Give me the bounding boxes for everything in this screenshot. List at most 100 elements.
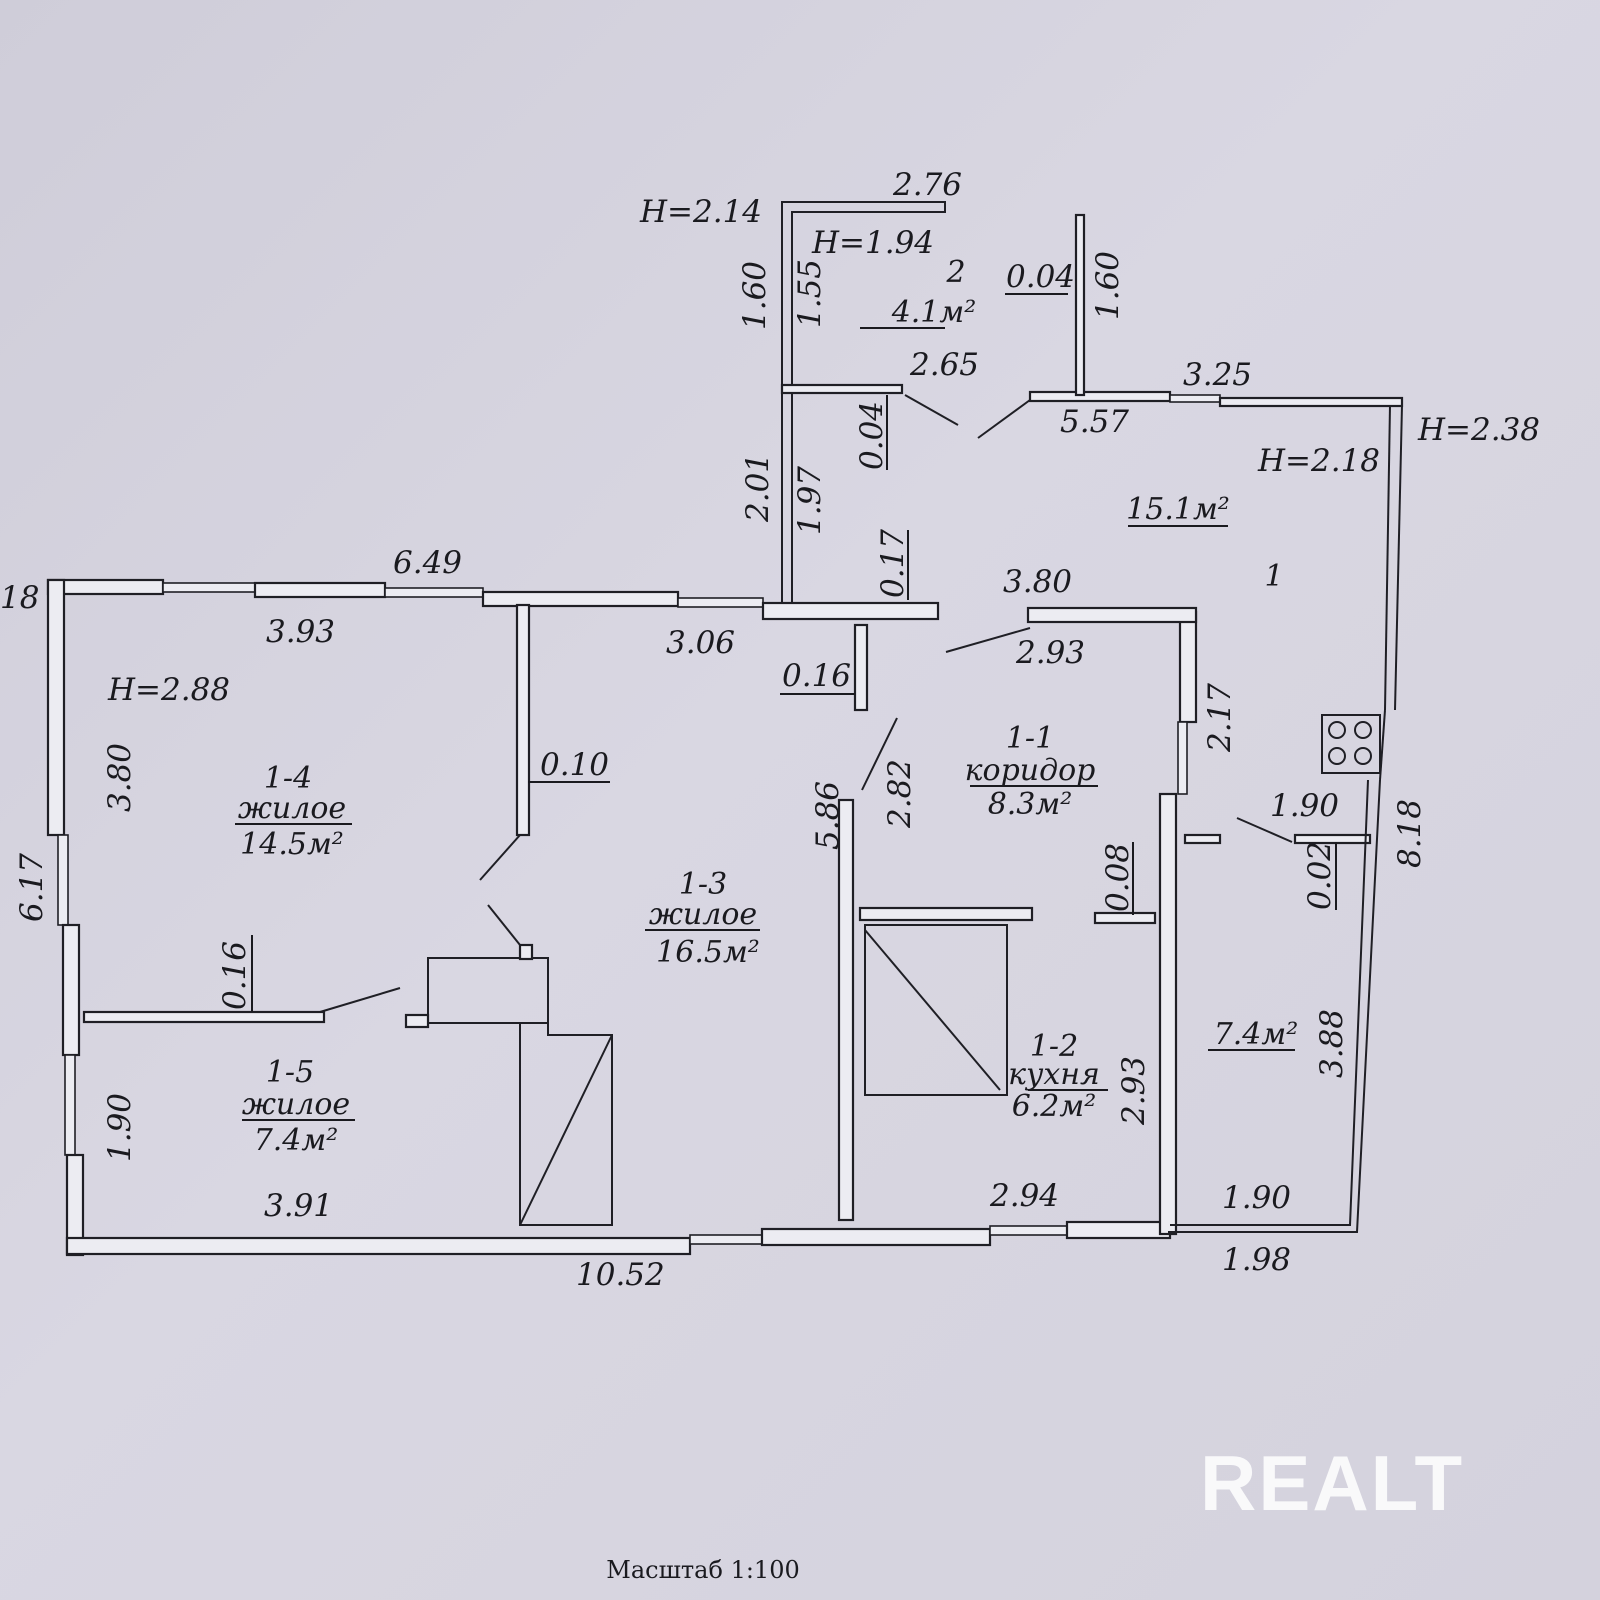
veranda-wall: [1384, 404, 1391, 711]
dimension: 2.17: [1202, 683, 1238, 753]
room-1-4-area: 14.5м²: [240, 827, 344, 862]
dimension: 10.52: [576, 1257, 665, 1293]
dimension: 1.55: [792, 259, 828, 328]
wall-top: [481, 590, 680, 608]
dimension: 2.01: [740, 453, 776, 523]
dimension: 5.57: [1060, 404, 1129, 440]
door: [861, 717, 898, 791]
wall-left: [61, 923, 81, 1057]
wall-corridor-top: [1026, 606, 1198, 624]
room-2-number: 2: [945, 255, 965, 290]
realt-watermark: REALT: [1200, 1439, 1464, 1527]
room-1-2-name: кухня: [1008, 1057, 1100, 1092]
dimension: 1.90: [102, 1093, 138, 1162]
wall-top: [253, 581, 387, 599]
stove-knob: [404, 1013, 430, 1029]
dimension: 0.04: [1006, 259, 1075, 295]
dimension: 1.60: [1090, 251, 1126, 320]
window: [689, 1234, 763, 1245]
window: [1169, 394, 1221, 403]
room-2-area: 4.1м²: [891, 295, 977, 330]
kitchen-stove-diagonal: [864, 929, 1001, 1091]
partition-veranda: [1293, 833, 1372, 845]
door: [945, 627, 1031, 653]
window: [64, 1054, 76, 1156]
room-1-height: H=2.18: [1257, 443, 1380, 479]
window: [677, 597, 764, 608]
walls: [46, 578, 1198, 1257]
gas-stove-icon: [1321, 714, 1381, 774]
dimension: 3.93: [266, 614, 335, 650]
wall-right: [1158, 792, 1178, 1236]
burner-icon: [1328, 747, 1346, 765]
veranda-wall: [1394, 404, 1403, 711]
dimension: 1.90: [1222, 1180, 1291, 1216]
dimension: 3.80: [1003, 564, 1072, 600]
dimension: 0.10: [540, 747, 609, 783]
window: [384, 587, 484, 598]
room-1-2-number: 1-2: [1030, 1029, 1078, 1064]
room-1-4-number: 1-4: [264, 761, 312, 796]
dimension: 5.86: [810, 781, 846, 850]
wall-left: [46, 578, 66, 837]
room-labels: 4.1м² 2 H=1.94 15.1м² 1 H=2.18 1-1 корид…: [107, 225, 1380, 1158]
dimension: 3.06: [666, 625, 735, 661]
wall-bottom: [65, 1236, 692, 1256]
dimension: 2.93: [1015, 635, 1085, 671]
stove-diagonal: [519, 1034, 613, 1226]
veranda-outer: [1168, 779, 1381, 1233]
door: [904, 394, 959, 426]
room-1-number: 1: [1264, 559, 1283, 594]
wall-bottom: [760, 1227, 992, 1247]
door: [487, 904, 521, 946]
wall-top-left: [46, 578, 165, 596]
dimension: 2.65: [909, 347, 979, 383]
room-1-3-area: 16.5м²: [656, 935, 760, 970]
veranda-inner: [1170, 779, 1369, 1226]
burner-icon: [1328, 721, 1346, 739]
annex-top-wall: [1218, 396, 1404, 408]
veranda-wall: [1379, 709, 1386, 781]
partition-1-2: [858, 906, 1034, 922]
dimensions: 2.76 1.60 1.55 0.04 1.60 2.65 3.25 5.57 …: [0, 167, 1428, 1293]
wall-bottom: [1065, 1220, 1172, 1240]
room-1-area: 15.1м²: [1126, 492, 1230, 527]
partition-right-stub: [1093, 911, 1157, 925]
dimension: 2.82: [882, 759, 918, 829]
height-label: H=2.14: [639, 194, 762, 230]
wall-right: [1178, 610, 1198, 724]
dimension: 3.80: [102, 743, 138, 812]
height-label: H=2.38: [1417, 412, 1540, 448]
kitchen-stove: [864, 924, 1008, 1096]
window: [1177, 721, 1188, 795]
dimension: 1.97: [792, 466, 828, 535]
burner-icon: [1354, 747, 1372, 765]
dimension: 0.17: [875, 529, 911, 598]
room-1-4-height: H=2.88: [107, 672, 230, 708]
dimension: 0.02: [1302, 841, 1338, 910]
wall-top-right: [761, 601, 940, 621]
room-1-1-area: 8.3м²: [988, 787, 1073, 822]
door: [1236, 817, 1293, 843]
dimension: 3.91: [264, 1188, 333, 1224]
window: [989, 1225, 1068, 1236]
annex-top-wall: [1028, 390, 1172, 403]
room-1-5-area: 7.4м²: [254, 1123, 339, 1158]
room-1-1-name: коридор: [965, 753, 1096, 788]
side-room-area: 7.4м²: [1214, 1017, 1299, 1052]
window: [162, 582, 256, 593]
doors: [319, 394, 1293, 1013]
room-1-3-name: жилое: [649, 897, 757, 932]
room-1-4-name: жилое: [238, 791, 346, 826]
dimension: 1.60: [737, 261, 773, 330]
partition-1-3-right: [837, 798, 855, 1222]
dimension: 3.25: [1183, 357, 1252, 393]
room-1-3-number: 1-3: [679, 867, 727, 902]
interior-walls: [82, 603, 1381, 1226]
dimension: 3.88: [1314, 1009, 1350, 1078]
dimension: 0.16: [217, 941, 253, 1010]
room-2-height: H=1.94: [811, 225, 934, 261]
dimension: 6.49: [393, 545, 462, 581]
partition-1-4-1-5: [82, 1010, 326, 1024]
